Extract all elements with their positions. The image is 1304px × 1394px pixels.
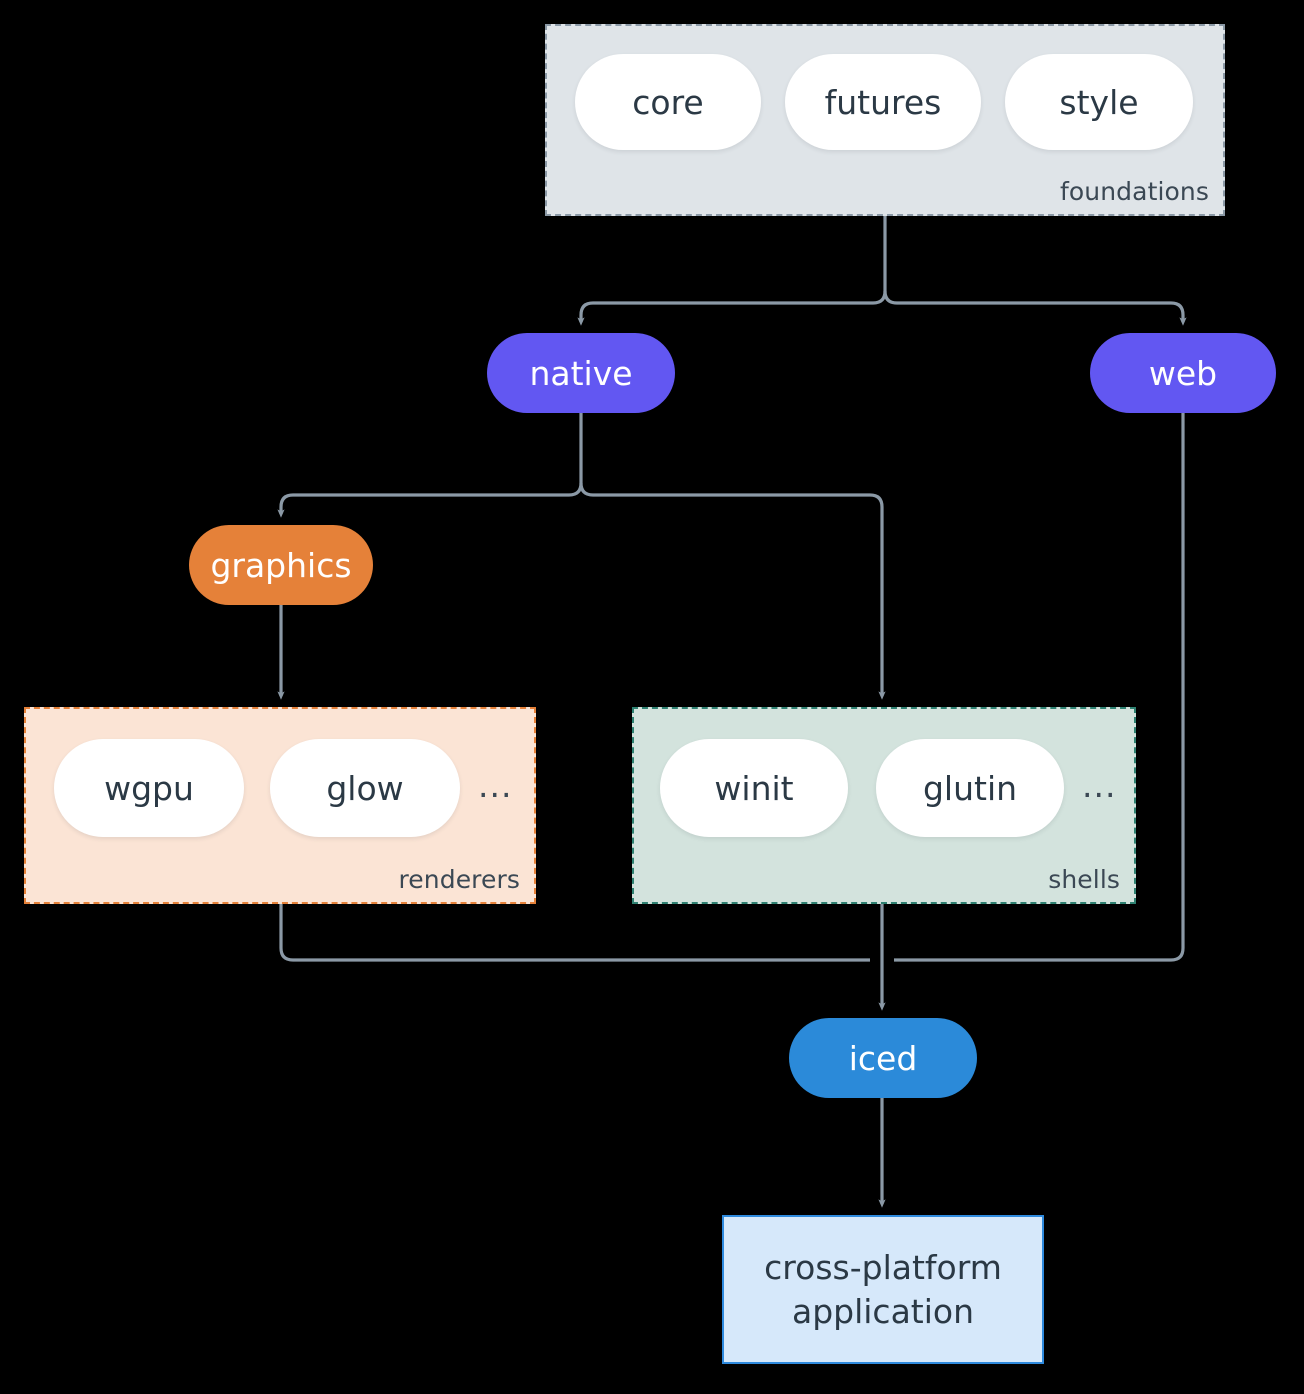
- application-label-line1: cross-platform: [764, 1247, 1002, 1287]
- node-iced[interactable]: iced: [789, 1018, 977, 1098]
- edge-renderers-to-merge: [279, 904, 870, 962]
- node-glow[interactable]: glow: [270, 739, 460, 837]
- edge-foundations-to-native: [577, 290, 887, 326]
- group-label-foundations: foundations: [1060, 177, 1209, 206]
- node-glutin-label: glutin: [922, 768, 1018, 808]
- node-native-label: native: [529, 353, 633, 393]
- group-label-renderers: renderers: [398, 865, 520, 894]
- shells-ellipsis: ...: [1082, 765, 1117, 805]
- group-label-shells: shells: [1048, 865, 1120, 894]
- node-wgpu[interactable]: wgpu: [54, 739, 244, 837]
- node-glutin[interactable]: glutin: [876, 739, 1064, 837]
- application-label-lines: cross-platform application: [764, 1246, 1002, 1333]
- renderers-members: wgpu glow ...: [54, 739, 512, 837]
- node-iced-label: iced: [848, 1038, 918, 1078]
- edge-native-to-graphics: [277, 482, 583, 518]
- foundations-members: core futures style: [575, 54, 1193, 150]
- node-web-label: web: [1148, 353, 1218, 393]
- shells-members: winit glutin ...: [660, 739, 1116, 837]
- node-cross-platform-application[interactable]: cross-platform application: [722, 1215, 1044, 1364]
- node-winit[interactable]: winit: [660, 739, 848, 837]
- node-core[interactable]: core: [575, 54, 761, 150]
- node-wgpu-label: wgpu: [104, 768, 194, 808]
- edge-foundations-to-web: [883, 290, 1187, 326]
- application-label-line2: application: [791, 1291, 975, 1331]
- node-native[interactable]: native: [487, 333, 675, 413]
- node-graphics-label: graphics: [210, 545, 352, 585]
- node-futures-label: futures: [824, 82, 942, 122]
- node-glow-label: glow: [326, 768, 404, 808]
- group-foundations: core futures style foundations: [545, 24, 1225, 216]
- node-graphics[interactable]: graphics: [189, 525, 373, 605]
- node-style-label: style: [1059, 82, 1139, 122]
- node-winit-label: winit: [714, 768, 794, 808]
- edge-native-to-shells: [579, 482, 886, 700]
- node-futures[interactable]: futures: [785, 54, 981, 150]
- node-web[interactable]: web: [1090, 333, 1276, 413]
- group-renderers: wgpu glow ... renderers: [24, 707, 536, 904]
- node-core-label: core: [632, 82, 704, 122]
- node-style[interactable]: style: [1005, 54, 1193, 150]
- renderers-ellipsis: ...: [478, 765, 513, 805]
- group-shells: winit glutin ... shells: [632, 707, 1136, 904]
